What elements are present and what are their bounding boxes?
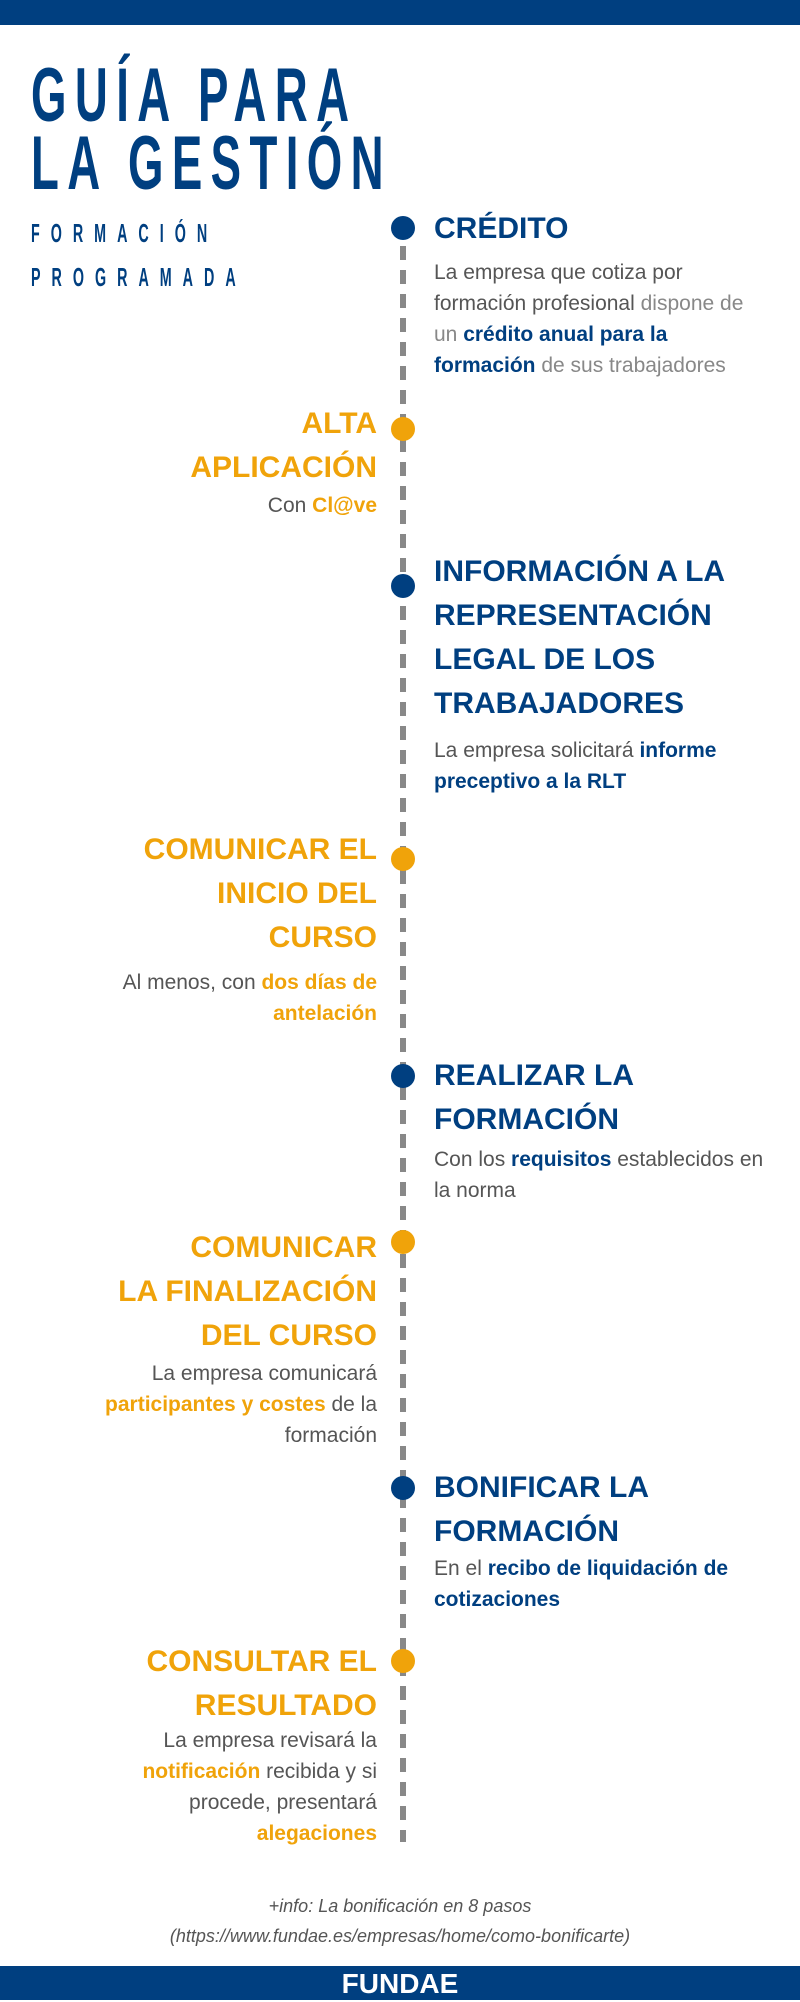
timeline-dot: [391, 847, 415, 871]
step-text: En el recibo de liquidación de cotizacio…: [434, 1557, 729, 1611]
step-text: La empresa solicitará informe preceptivo…: [434, 739, 717, 793]
step-text: Con Cl@ve: [267, 494, 377, 517]
timeline-dot: [391, 1230, 415, 1254]
step-text: Con los requisitos establecidos en la no…: [434, 1148, 764, 1202]
footer-info: +info: La bonificación en 8 pasos: [268, 1896, 532, 1916]
subtitle-line2: PROGRAMADA: [31, 262, 247, 292]
timeline-line: [400, 222, 406, 1842]
timeline-dot: [391, 1649, 415, 1673]
step-heading: CRÉDITO: [434, 212, 569, 245]
step-text: La empresa que cotiza por formación prof…: [434, 261, 744, 377]
timeline-dot: [391, 216, 415, 240]
brand-footer: FUNDAE: [0, 1966, 800, 2000]
step-text: La empresa comunicará participantes y co…: [105, 1362, 377, 1447]
timeline-dot: [391, 574, 415, 598]
step-text: La empresa revisará la notificación reci…: [142, 1729, 377, 1845]
step-text: Al menos, con dos días de antelación: [122, 971, 377, 1025]
top-bar: [0, 0, 800, 25]
timeline-dot: [391, 417, 415, 441]
footer-url[interactable]: (https://www.fundae.es/empresas/home/com…: [169, 1926, 631, 1946]
subtitle-line1: FORMACIÓN: [31, 218, 219, 248]
timeline-dot: [391, 1064, 415, 1088]
timeline-dot: [391, 1476, 415, 1500]
